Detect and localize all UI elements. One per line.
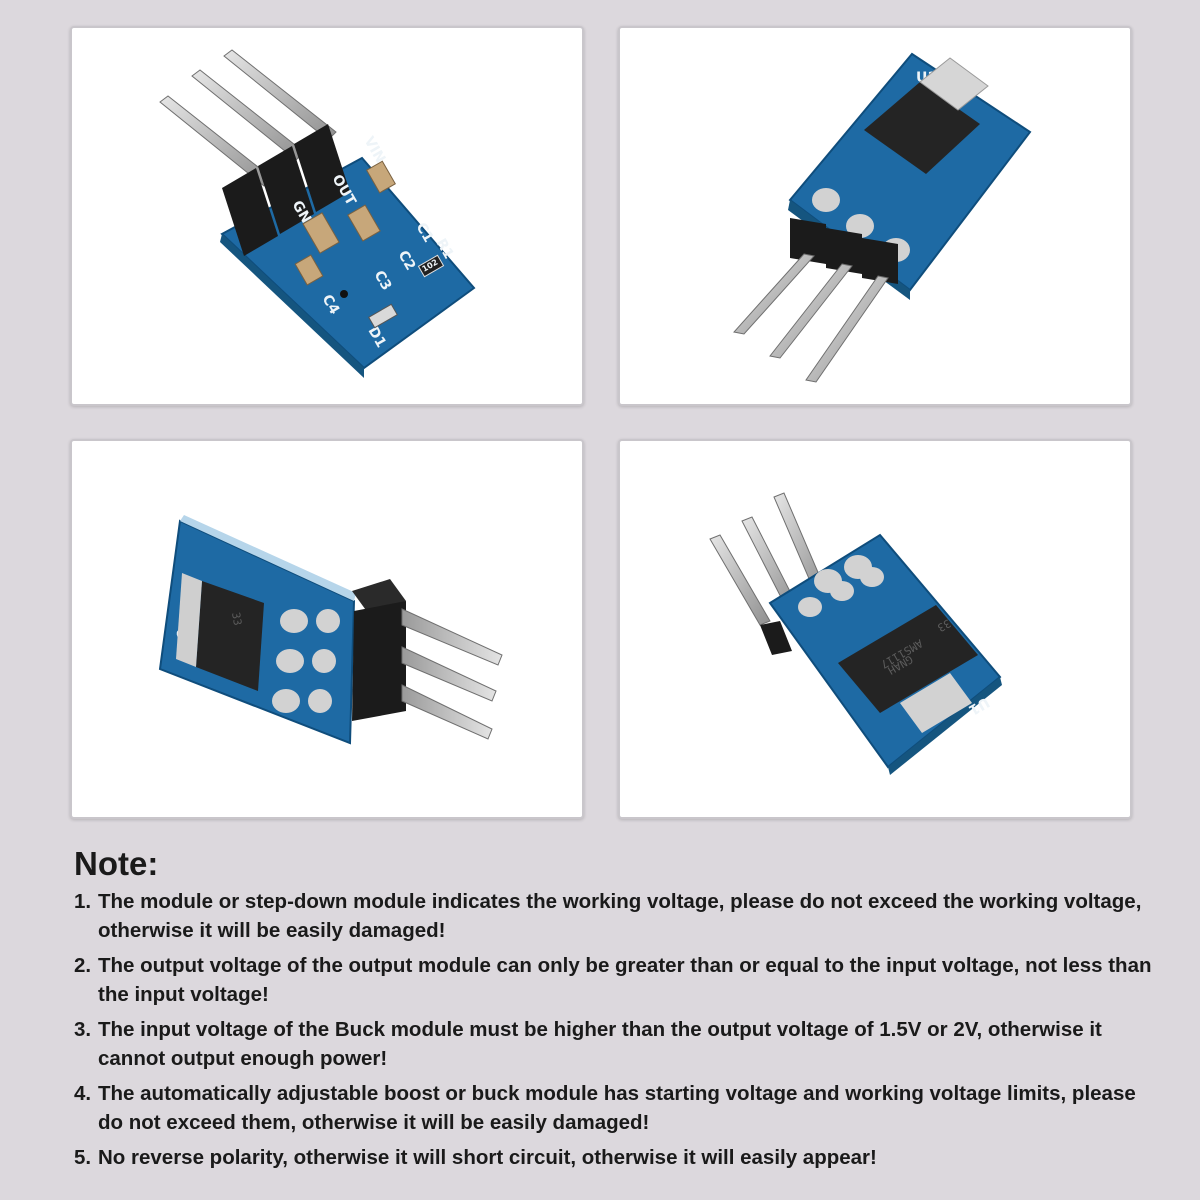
chip-marking: 33 (229, 611, 244, 626)
chip-marking-line3: 33 (935, 616, 953, 634)
note-section: Note: 1. The module or step-down module … (74, 845, 1164, 1178)
note-list: 1. The module or step-down module indica… (74, 887, 1164, 1172)
note-item-text: The input voltage of the Buck module mus… (98, 1018, 1102, 1070)
note-item-text: The output voltage of the output module … (98, 954, 1152, 1006)
note-item: 5. No reverse polarity, otherwise it wil… (74, 1143, 1164, 1172)
photo-back-view: U1 (618, 26, 1132, 406)
photo-top-view: VIN OUT GND C1 C2 C3 C4 R1 D1 102 (70, 26, 584, 406)
note-item-text: No reverse polarity, otherwise it will s… (98, 1146, 877, 1169)
note-title: Note: (74, 845, 159, 882)
regulator-board-side-image: U1 33 (158, 515, 503, 745)
note-item-number: 2. (74, 954, 92, 977)
note-item-number: 1. (74, 890, 92, 913)
regulator-board-top-image: VIN OUT GND C1 C2 C3 C4 R1 D1 102 (159, 49, 476, 378)
note-item-text: The automatically adjustable boost or bu… (98, 1082, 1136, 1134)
note-item-number: 3. (74, 1018, 92, 1041)
note-item-number: 4. (74, 1082, 92, 1105)
note-item-number: 5. (74, 1146, 92, 1169)
note-item: 3. The input voltage of the Buck module … (74, 1015, 1164, 1073)
note-item-text: The module or step-down module indicates… (98, 890, 1142, 942)
regulator-board-angled-image: AMS1117 GNAH 33 U1 (709, 492, 1002, 775)
note-item: 2. The output voltage of the output modu… (74, 951, 1164, 1009)
regulator-board-back-image: U1 (733, 52, 1032, 383)
note-item: 1. The module or step-down module indica… (74, 887, 1164, 945)
photo-side-view: U1 33 (70, 439, 584, 819)
note-item: 4. The automatically adjustable boost or… (74, 1079, 1164, 1137)
photo-angled-view: AMS1117 GNAH 33 U1 (618, 439, 1132, 819)
